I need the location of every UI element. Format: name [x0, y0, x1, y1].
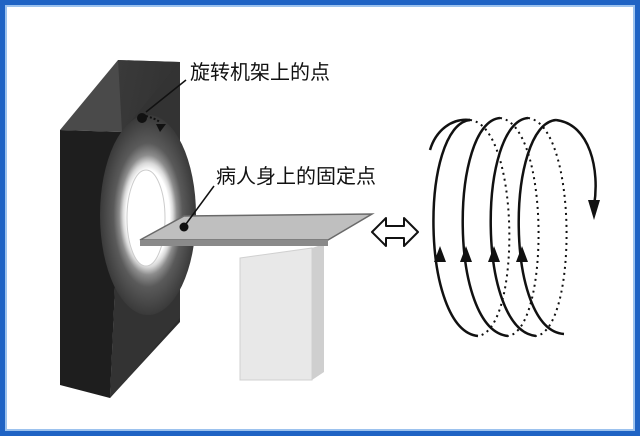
- gantry-block: [60, 60, 196, 398]
- gantry-point-marker: [137, 113, 166, 132]
- gantry-point-label: 旋转机架上的点: [190, 60, 330, 84]
- helix-arrow-icon: [428, 116, 597, 338]
- patient-point-marker: [179, 222, 189, 232]
- table-support: [239, 244, 324, 381]
- double-arrow-icon: [371, 217, 419, 247]
- gantry-point-leader: [145, 79, 187, 113]
- patient-point-label: 病人身上的固定点: [216, 164, 376, 188]
- helix-arrowheads: [434, 200, 600, 262]
- patient-table: [139, 213, 375, 246]
- patient-point-leader: [185, 185, 215, 225]
